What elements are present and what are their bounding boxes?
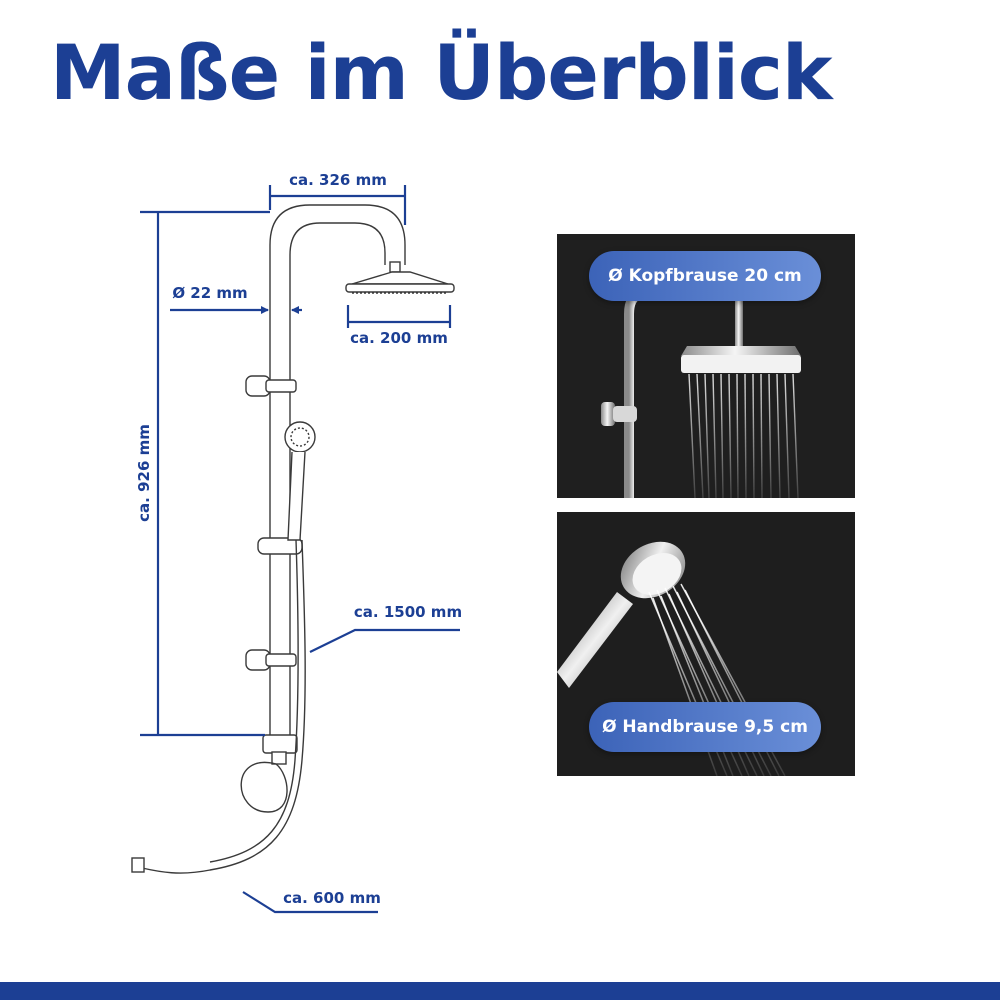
- dim-rail-height: ca. 926 mm: [135, 424, 153, 522]
- dimension-lines: [140, 185, 460, 914]
- dim-head-width: ca. 200 mm: [350, 329, 448, 347]
- dim-pipe-diameter: Ø 22 mm: [172, 284, 247, 302]
- dim-hose-length: ca. 1500 mm: [354, 603, 462, 621]
- shower-system-drawing: [131, 204, 455, 874]
- hand-shower-label: Ø Handbrause 9,5 cm: [589, 702, 821, 752]
- footer-bar: [0, 982, 1000, 1000]
- dim-rail-width: ca. 326 mm: [289, 171, 387, 189]
- head-shower-photo: Ø Kopfbrause 20 cm: [557, 234, 855, 498]
- page-title: Maße im Überblick: [50, 28, 833, 117]
- dim-connection-length: ca. 600 mm: [283, 889, 381, 907]
- head-shower-label: Ø Kopfbrause 20 cm: [589, 251, 821, 301]
- hand-shower-photo: Ø Handbrause 9,5 cm: [557, 512, 855, 776]
